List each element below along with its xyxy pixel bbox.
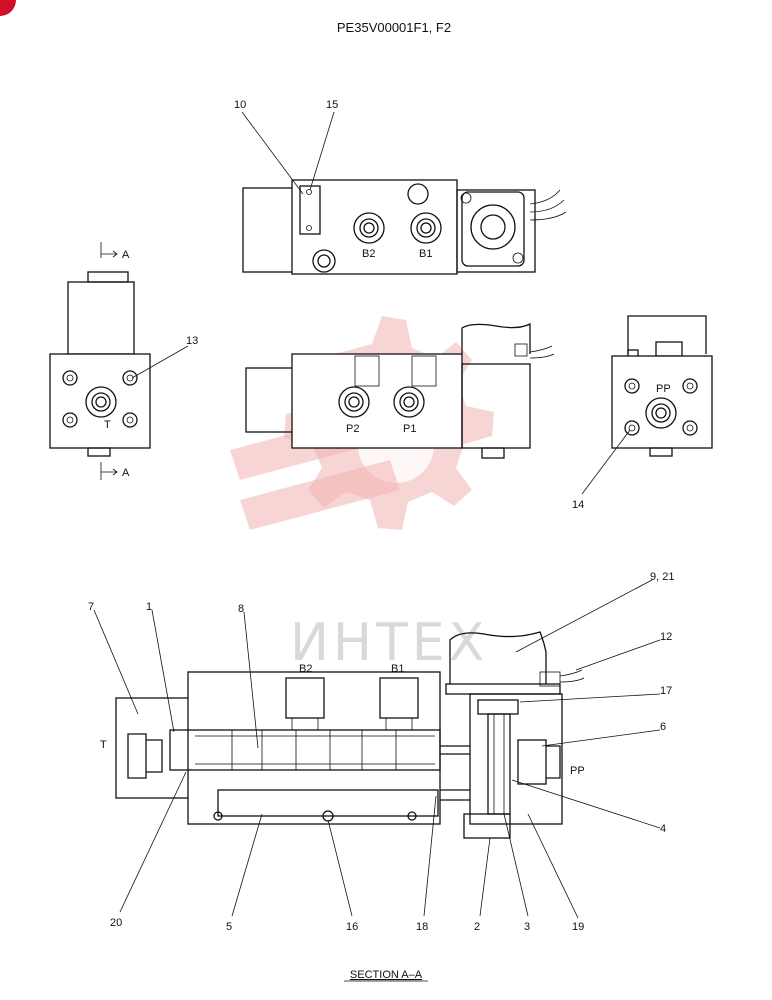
right-end-view	[611, 315, 713, 457]
port-label-b1-section: B1	[391, 663, 404, 675]
callout-1: 1	[146, 601, 152, 613]
callout-2: 2	[474, 921, 480, 933]
port-label-t-left: T	[104, 419, 111, 431]
callout-14: 14	[572, 499, 584, 511]
callout-10: 10	[234, 99, 246, 111]
drawing-title: PE35V00001F1, F2	[337, 20, 451, 35]
port-label-b2-section: B2	[299, 663, 312, 675]
callout-4: 4	[660, 823, 666, 835]
callout-17: 17	[660, 685, 672, 697]
callout-19: 19	[572, 921, 584, 933]
section-label: SECTION A–A	[350, 969, 423, 981]
port-label-pp-section: PP	[570, 765, 585, 777]
leader-lines	[93, 111, 661, 919]
callout-5: 5	[226, 921, 232, 933]
port-label-b2-top: B2	[362, 248, 375, 260]
left-end-view	[49, 242, 151, 480]
callout-8: 8	[238, 603, 244, 615]
port-label-p1: P1	[403, 423, 416, 435]
section-mark-top: A	[122, 249, 130, 261]
port-label-p2: P2	[346, 423, 359, 435]
callout-12: 12	[660, 631, 672, 643]
callout-13: 13	[186, 335, 198, 347]
callout-16: 16	[346, 921, 358, 933]
corner-mark	[0, 0, 16, 16]
port-label-b1-top: B1	[419, 248, 432, 260]
callout-15: 15	[326, 99, 338, 111]
callout-6: 6	[660, 721, 666, 733]
callout-7: 7	[88, 601, 94, 613]
front-view	[245, 322, 555, 459]
callout-20: 20	[110, 917, 122, 929]
section-a-a	[115, 631, 585, 839]
callout-9-21: 9, 21	[650, 571, 674, 583]
callout-18: 18	[416, 921, 428, 933]
callout-3: 3	[524, 921, 530, 933]
section-mark-bottom: A	[122, 467, 130, 479]
top-view	[242, 179, 567, 275]
watermark-text: ИНТЕХ	[290, 613, 488, 673]
port-label-pp-right: PP	[656, 383, 671, 395]
port-label-t-section: T	[100, 739, 107, 751]
